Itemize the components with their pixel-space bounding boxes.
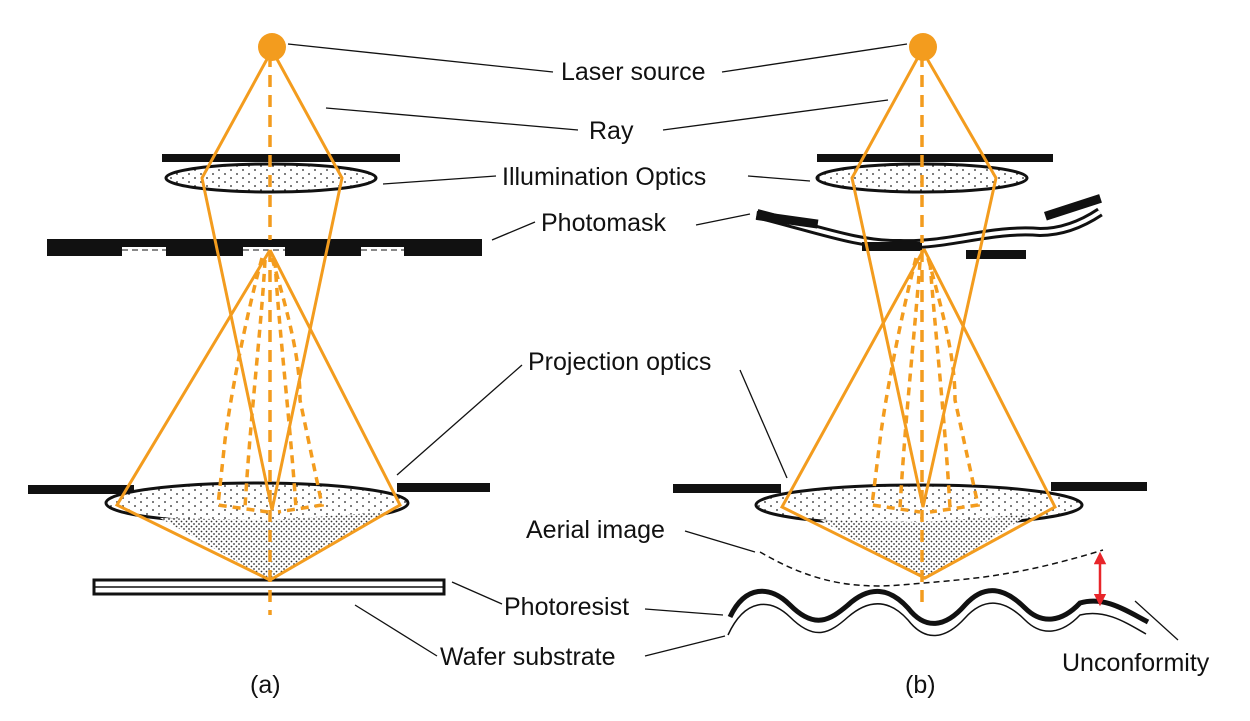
labels: Laser source Ray Illumination Optics Pho… [250,58,1210,699]
photomask-a [47,239,482,256]
label-aerial-image: Aerial image [526,516,665,544]
label-illumination-optics: Illumination Optics [502,163,706,191]
laser-source-a-icon [258,33,286,61]
label-unconformity: Unconformity [1062,649,1210,677]
label-photomask: Photomask [541,209,667,237]
illumination-aperture-left-a [162,154,400,162]
rays-b [779,49,1057,610]
projection-aperture-right-a [397,483,490,492]
photomask-b [755,194,1103,259]
label-wafer-substrate: Wafer substrate [440,643,616,671]
panel-b [673,33,1150,637]
label-projection-optics: Projection optics [528,348,711,376]
panel-label-a: (a) [250,671,281,699]
label-laser-source: Laser source [561,58,706,86]
label-photoresist: Photoresist [504,593,629,621]
wafer-stack-b [727,588,1150,637]
panel-a [28,33,490,615]
projection-aperture-left-b [673,484,781,493]
rays-a [114,49,402,615]
focus-cone-a [160,512,385,580]
focus-cone-b [820,514,1030,580]
projection-aperture-right-b [1051,482,1147,491]
projection-aperture-left-a [28,485,134,494]
leader-lines [287,43,1179,657]
label-ray: Ray [589,117,634,145]
laser-source-b-icon [909,33,937,61]
panel-label-b: (b) [905,671,936,699]
illumination-aperture-b [817,154,1053,162]
